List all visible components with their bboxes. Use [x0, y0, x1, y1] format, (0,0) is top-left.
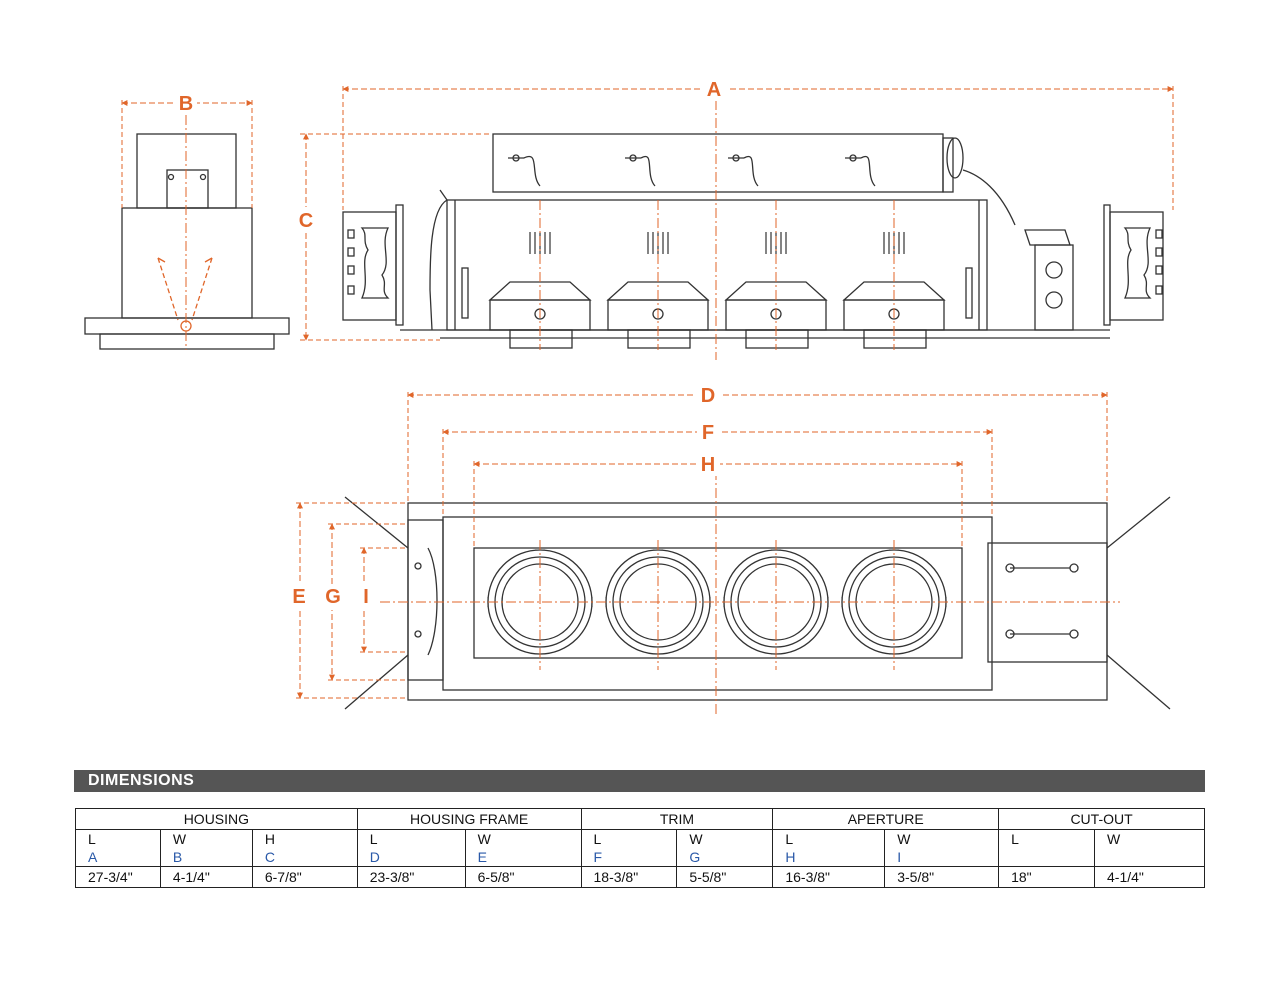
key-cell: E	[464, 848, 582, 867]
dimensions-table: HOUSING HOUSING FRAME TRIM APERTURE CUT-…	[75, 808, 1205, 888]
dim-label-a: A	[707, 79, 721, 101]
key-cell: B	[159, 848, 253, 867]
dim-label-g: G	[325, 586, 341, 608]
dim-label-i: I	[363, 586, 369, 608]
dimension-e	[296, 502, 408, 699]
technical-drawing: B	[84, 77, 1174, 715]
subheader-cell: L	[356, 829, 466, 848]
key-cell: C	[251, 848, 358, 867]
dim-label-f: F	[702, 422, 714, 444]
subheader-cell: L	[75, 829, 161, 848]
side-view	[84, 133, 290, 350]
key-cell: I	[884, 848, 1000, 867]
subheader-cell: W	[676, 829, 774, 848]
table-value-row: 27-3/4" 4-1/4" 6-7/8" 23-3/8" 6-5/8" 18-…	[75, 866, 1205, 888]
table-group-row: HOUSING HOUSING FRAME TRIM APERTURE CUT-…	[75, 808, 1205, 830]
key-cell	[1094, 848, 1205, 867]
group-aperture: APERTURE	[772, 808, 1000, 830]
group-cut-out: CUT-OUT	[998, 808, 1205, 830]
subheader-cell: H	[251, 829, 358, 848]
table-key-row: A B C D E F G H I	[75, 848, 1205, 867]
dimension-i	[360, 547, 408, 653]
value-cell: 18-3/8"	[580, 866, 678, 888]
value-cell: 23-3/8"	[356, 866, 466, 888]
dimensions-section-bar: DIMENSIONS	[74, 770, 1205, 792]
value-cell: 5-5/8"	[676, 866, 774, 888]
table-subheader-row: L W H L W L W L W L W	[75, 829, 1205, 848]
group-trim: TRIM	[580, 808, 774, 830]
value-cell: 27-3/4"	[75, 866, 161, 888]
group-housing: HOUSING	[75, 808, 358, 830]
subheader-cell: L	[772, 829, 886, 848]
dim-label-b: B	[179, 93, 193, 115]
key-cell: G	[676, 848, 774, 867]
value-cell: 18"	[998, 866, 1096, 888]
subheader-cell: L	[580, 829, 678, 848]
key-cell	[998, 848, 1096, 867]
value-cell: 4-1/4"	[159, 866, 253, 888]
dimension-a	[342, 86, 1174, 210]
key-cell: A	[75, 848, 161, 867]
dim-label-c: C	[299, 210, 313, 232]
dim-label-d: D	[701, 385, 715, 407]
top-view	[344, 496, 1171, 710]
dim-label-e: E	[292, 586, 305, 608]
subheader-cell: W	[464, 829, 582, 848]
subheader-cell: W	[159, 829, 253, 848]
subheader-cell: W	[1094, 829, 1205, 848]
section-title: DIMENSIONS	[88, 772, 195, 789]
value-cell: 6-7/8"	[251, 866, 358, 888]
dimension-b	[121, 100, 253, 350]
dim-label-h: H	[701, 454, 715, 476]
value-cell: 3-5/8"	[884, 866, 1000, 888]
front-view	[342, 133, 1164, 349]
value-cell: 6-5/8"	[464, 866, 582, 888]
subheader-cell: L	[998, 829, 1096, 848]
group-housing-frame: HOUSING FRAME	[356, 808, 582, 830]
subheader-cell: W	[884, 829, 1000, 848]
dimension-d	[407, 392, 1108, 503]
value-cell: 4-1/4"	[1094, 866, 1205, 888]
key-cell: F	[580, 848, 678, 867]
key-cell: H	[772, 848, 886, 867]
dimension-c	[300, 133, 490, 341]
key-cell: D	[356, 848, 466, 867]
value-cell: 16-3/8"	[772, 866, 886, 888]
